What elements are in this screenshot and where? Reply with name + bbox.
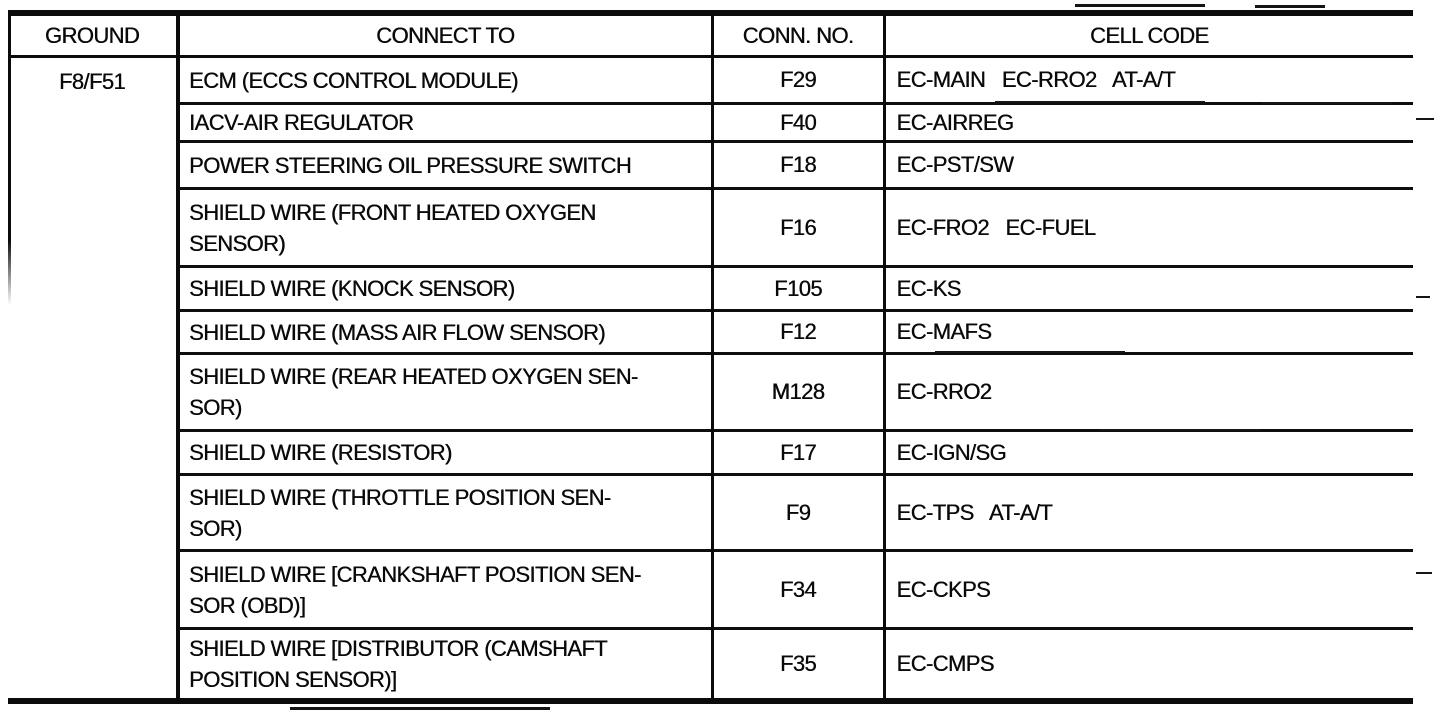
cell-code-cell: EC-CKPS (882, 549, 1413, 629)
connect-to-cell: SHIELD WIRE [CRANKSHAFT POSITION SEN- SO… (176, 549, 712, 629)
column-header-conn-no: CONN. NO. (710, 10, 884, 58)
cell-code-cell: EC-PST/SW (882, 140, 1413, 189)
cell-code-cell: EC-RRO2 (882, 352, 1413, 431)
scan-artifact-dash (290, 707, 550, 710)
conn-no-cell: F18 (710, 140, 884, 189)
conn-no-cell: F17 (710, 429, 884, 475)
connect-to-cell: SHIELD WIRE (MASS AIR FLOW SENSOR) (176, 309, 712, 354)
cell-code-cell: EC-FRO2 EC-FUEL (882, 187, 1413, 267)
scan-artifact-dash (1255, 5, 1325, 8)
connect-to-cell: POWER STEERING OIL PRESSURE SWITCH (176, 140, 712, 189)
column-header-connect-to: CONNECT TO (176, 10, 712, 58)
conn-no-cell: F105 (710, 265, 884, 311)
connect-to-cell: SHIELD WIRE (REAR HEATED OXYGEN SEN- SOR… (176, 352, 712, 431)
column-header-cell-code: CELL CODE (882, 10, 1413, 58)
connect-to-cell: ECM (ECCS CONTROL MODULE) (176, 55, 712, 104)
conn-no-cell: F16 (710, 187, 884, 267)
cell-code-cell: EC-AIRREG (882, 102, 1413, 142)
ground-distribution-table: GROUND CONNECT TO CONN. NO. CELL CODE F8… (8, 10, 1413, 704)
scan-artifact-dash (1416, 118, 1434, 120)
scan-artifact-dash (1416, 572, 1432, 574)
connect-to-cell: SHIELD WIRE (RESISTOR) (176, 429, 712, 475)
connect-to-cell: SHIELD WIRE (FRONT HEATED OXYGEN SENSOR) (176, 187, 712, 267)
connect-to-cell: SHIELD WIRE (KNOCK SENSOR) (176, 265, 712, 311)
table-row: SHIELD WIRE [DISTRIBUTOR (CAMSHAFT POSIT… (8, 627, 1413, 704)
conn-no-cell: F9 (710, 473, 884, 551)
ground-cell: F8/F51 (8, 55, 178, 704)
cell-code-cell: EC-MAIN EC-RRO2 AT-A/T (882, 55, 1413, 104)
cell-code-cell: EC-TPS AT-A/T (882, 473, 1413, 551)
table-row: SHIELD WIRE (THROTTLE POSITION SEN- SOR)… (8, 473, 1413, 551)
scan-artifact-dash (1075, 4, 1205, 7)
scan-artifact-dash (1416, 296, 1430, 298)
conn-no-cell: F12 (710, 309, 884, 354)
table-row: SHIELD WIRE [CRANKSHAFT POSITION SEN- SO… (8, 549, 1413, 629)
connect-to-cell: SHIELD WIRE (THROTTLE POSITION SEN- SOR) (176, 473, 712, 551)
conn-no-cell: F35 (710, 627, 884, 704)
conn-no-cell: F34 (710, 549, 884, 629)
table-row: SHIELD WIRE (REAR HEATED OXYGEN SEN- SOR… (8, 352, 1413, 431)
conn-no-cell: M128 (710, 352, 884, 431)
conn-no-cell: F29 (710, 55, 884, 104)
cell-code-cell: EC-KS (882, 265, 1413, 311)
conn-no-cell: F40 (710, 102, 884, 142)
table-left-border (8, 10, 11, 305)
connect-to-cell: SHIELD WIRE [DISTRIBUTOR (CAMSHAFT POSIT… (176, 627, 712, 704)
scan-artifact-dash (935, 351, 1125, 353)
cell-code-cell: EC-IGN/SG (882, 429, 1413, 475)
cell-code-cell: EC-MAFS (882, 309, 1413, 354)
table-header-row: GROUND CONNECT TO CONN. NO. CELL CODE (8, 10, 1413, 58)
cell-code-cell: EC-CMPS (882, 627, 1413, 704)
scan-artifact-dash (1100, 429, 1260, 431)
scan-artifact-dash (1262, 102, 1392, 104)
connect-to-cell: IACV-AIR REGULATOR (176, 102, 712, 142)
scan-artifact-dash (995, 101, 1205, 103)
column-header-ground: GROUND (8, 10, 178, 58)
table-row: SHIELD WIRE (FRONT HEATED OXYGEN SENSOR)… (8, 187, 1413, 267)
